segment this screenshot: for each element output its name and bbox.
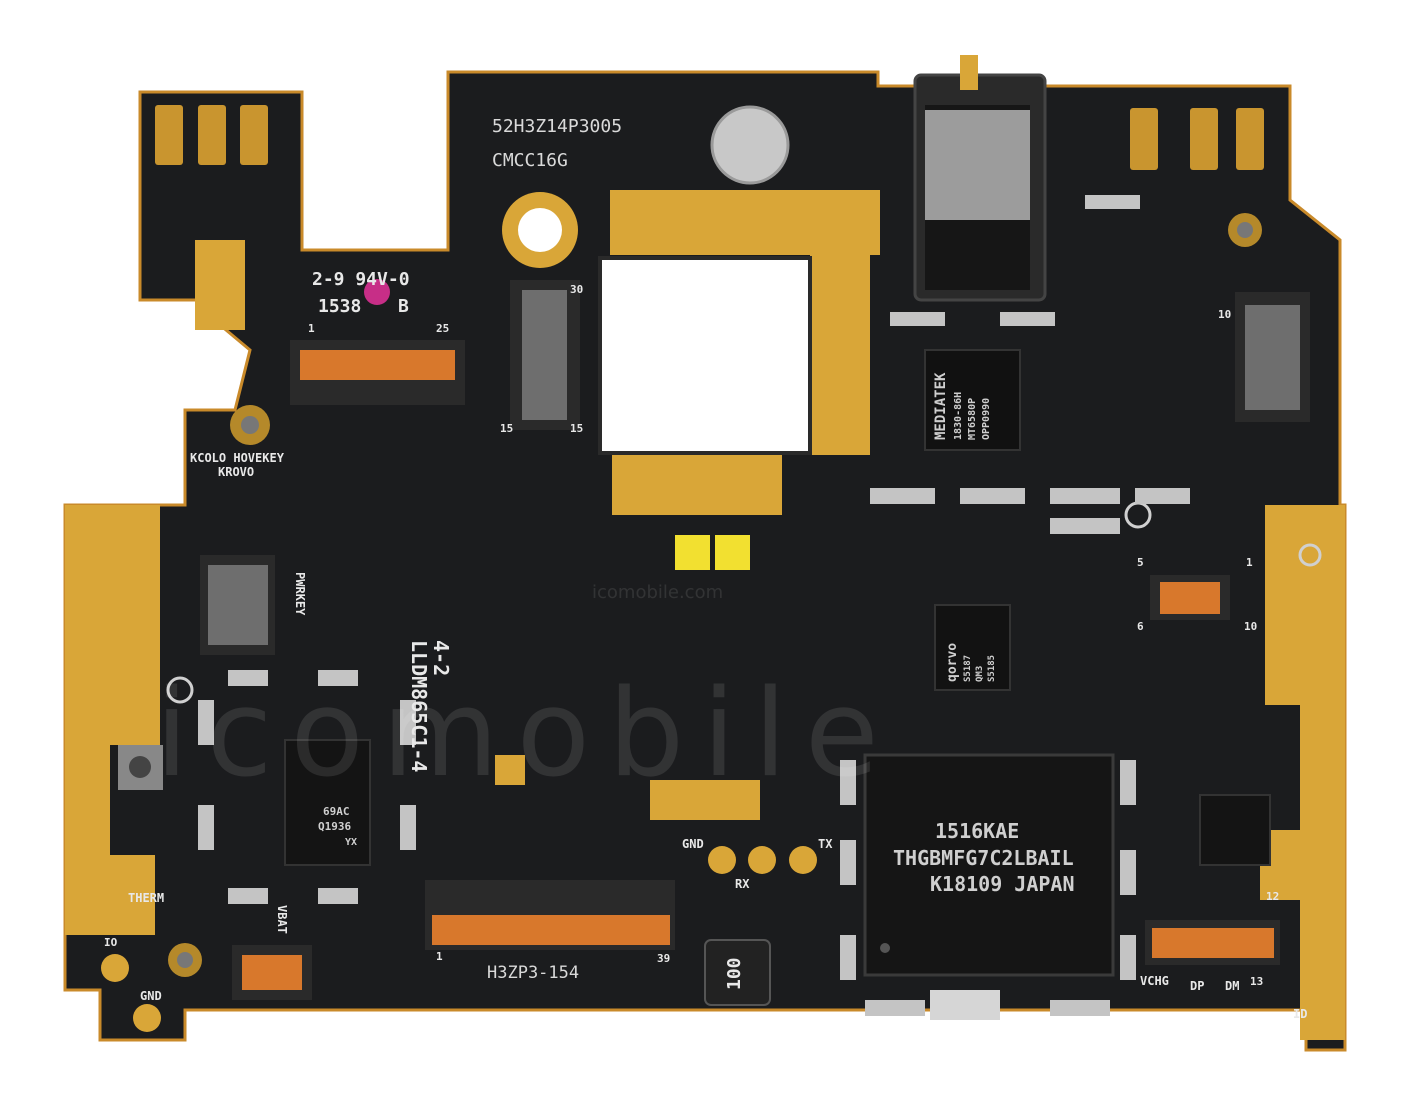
inductor-100: 100 [704,939,771,1006]
qorvo-chip: qorvo S5187 QM3 S5185 [934,604,1011,691]
id-label: ID [1293,1007,1307,1021]
board-top-code: 52H3Z14P3005 [492,116,622,137]
tx-label: TX [818,837,833,851]
rx-label: RX [735,877,750,891]
vbat-label: VBAT [275,905,289,934]
svg-text:1: 1 [436,950,443,963]
svg-text:10: 10 [1218,308,1231,321]
mount-circles [166,501,1322,704]
flash-line2: THGBMFG7C2LBAIL [893,846,1074,870]
flash-line3: K18109 JAPAN [930,872,1075,896]
antenna-connector-2 [118,745,163,790]
qorvo-line3: QM3 [975,666,985,682]
pa-line3: YX [345,837,357,848]
audio-jack [913,55,1047,302]
connector-top-25pin [290,340,465,405]
connector-bottom-39pin [425,880,675,950]
svg-text:10: 10 [1244,620,1257,633]
mediatek-line2: 1830-86H [953,392,964,440]
mediatek-line4: OPP0990 [981,398,992,440]
model-rev-label: 4-2 [429,640,453,676]
connector-pwrkey [200,555,275,655]
battery-contacts-left [155,105,268,165]
flash-chip: 1516KAE THGBMFG7C2LBAIL K18109 JAPAN [863,753,1115,977]
svg-text:30: 30 [570,283,583,296]
svg-text:15: 15 [500,422,513,435]
io-label: IO [104,936,118,949]
connector-label: H3ZP3-154 [487,963,579,983]
power-key-label: PWRKEY [293,572,307,616]
connector-vertical-30pin [510,280,580,430]
model-label: LLDM865C1-4 [407,640,431,772]
qorvo-line1: qorvo [945,643,960,682]
board-date-suffix: B [398,296,409,317]
board-carrier: CMCC16G [492,150,568,171]
board-date-code: 1538 [318,296,361,317]
pink-marker-dot [364,279,390,305]
qorvo-line2: S5187 [963,655,973,682]
gnd-left-label: GND [140,989,162,1003]
dp-label: DP [1190,979,1204,993]
svg-text:5: 5 [1137,556,1144,569]
svg-text:39: 39 [657,952,670,965]
svg-text:13: 13 [1250,975,1263,988]
pa-line1: 69AC [323,805,350,818]
antenna-label: KCOLO HOVEKEY [190,451,285,465]
therm-label: THERM [128,891,164,905]
vchg-label: VCHG [1140,974,1169,988]
board-rating: 2-9 94V-0 [312,269,410,290]
antenna-connector-1 [230,405,270,445]
antenna-connector-3 [168,943,202,977]
battery-contacts-right [1130,108,1264,170]
yellow-cap-2 [715,535,750,570]
svg-text:1: 1 [308,322,315,335]
svg-text:6: 6 [1137,620,1144,633]
watermark-brand: icomobile [155,665,897,804]
test-pads [78,846,817,1032]
mediatek-line3: MT6580P [967,398,978,440]
silver-pads [198,195,1190,1020]
pin-labels: 1 25 30 15 15 1 39 10 1 5 6 10 12 13 [308,283,1279,988]
center-cutout [598,256,812,455]
pa-chip: 69AC Q1936 YX [284,739,371,866]
connector-right-mid [1150,575,1230,620]
mediatek-line1: MEDIATEK [933,372,949,440]
svg-text:25: 25 [436,322,449,335]
coin-cell [710,105,790,185]
watermark-url: icomobile.com [592,582,723,603]
inductor-label: 100 [724,957,745,990]
flash-line1: 1516KAE [935,819,1019,843]
pa-line2: Q1936 [318,820,351,833]
gnd-mid-label: GND [682,837,704,851]
yellow-cap-1 [675,535,710,570]
antenna-label2: KROVO [218,465,254,479]
svg-text:15: 15 [570,422,583,435]
svg-text:1: 1 [1246,556,1253,569]
mediatek-chip: MEDIATEK 1830-86H MT6580P OPP0990 [924,349,1021,451]
svg-text:12: 12 [1266,890,1279,903]
right-qfn-chip [1199,794,1271,866]
connector-right-bottom [1145,920,1280,965]
connector-vbat [232,945,312,1000]
qorvo-line4: S5185 [987,655,997,682]
connector-right-10pin [1235,292,1310,422]
antenna-connector-4 [1228,213,1262,247]
dm-label: DM [1225,979,1239,993]
